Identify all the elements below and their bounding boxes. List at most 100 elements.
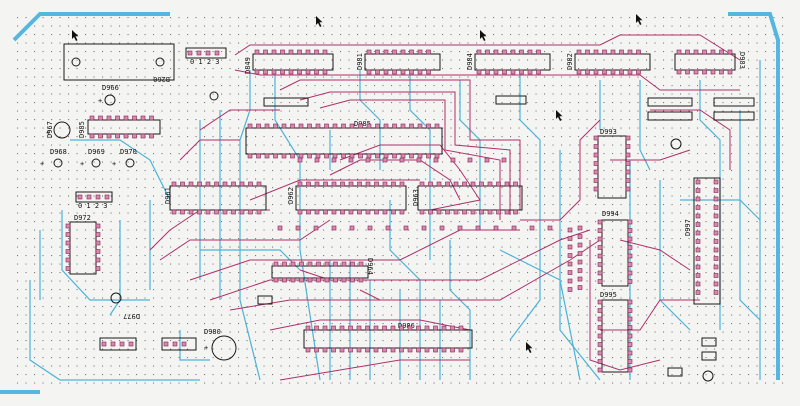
- pad: [627, 228, 633, 233]
- pad: [593, 178, 599, 183]
- pad: [307, 277, 313, 283]
- pad: [281, 123, 287, 129]
- pad: [577, 285, 583, 290]
- pad: [713, 213, 719, 219]
- pad: [263, 49, 268, 55]
- pad: [331, 209, 337, 215]
- pad: [527, 49, 533, 55]
- pad: [493, 225, 499, 231]
- pad: [264, 123, 270, 129]
- pad: [140, 133, 146, 139]
- pad: [597, 236, 603, 242]
- pad: [610, 49, 616, 55]
- pad: [407, 325, 413, 331]
- pad: [567, 244, 573, 250]
- pad: [625, 178, 631, 183]
- cursor-icon-2: [316, 16, 323, 27]
- pad: [434, 153, 440, 159]
- pad: [89, 133, 95, 139]
- pad: [428, 209, 433, 215]
- pad: [313, 225, 319, 231]
- pad: [424, 325, 430, 331]
- pad: [341, 153, 346, 159]
- pad: [181, 341, 187, 347]
- pad: [273, 277, 279, 283]
- pad: [95, 232, 101, 237]
- pad: [576, 49, 582, 55]
- pad: [106, 133, 112, 139]
- pad: [273, 261, 279, 267]
- pad: [695, 179, 701, 185]
- pad: [593, 161, 599, 166]
- pad: [713, 239, 719, 244]
- pad: [392, 123, 397, 129]
- pad: [436, 181, 442, 187]
- connector-label: B260: [153, 75, 170, 83]
- pad: [256, 209, 262, 215]
- pad: [256, 123, 261, 129]
- label-d977: D977: [123, 312, 140, 320]
- pad: [627, 325, 633, 330]
- cursor-icon-4: [636, 14, 643, 25]
- pad: [593, 169, 599, 175]
- pad: [382, 181, 388, 187]
- pad: [188, 209, 194, 215]
- pad: [171, 181, 177, 187]
- pad: [619, 49, 624, 55]
- pad: [390, 325, 396, 331]
- pad: [65, 257, 71, 263]
- plus-d968: +: [40, 160, 44, 168]
- pad: [409, 153, 414, 159]
- pad: [399, 325, 404, 331]
- pad: [187, 50, 193, 56]
- pad: [400, 153, 406, 159]
- pad: [298, 153, 304, 159]
- pad: [577, 242, 583, 248]
- pad: [597, 316, 603, 322]
- pad: [333, 277, 338, 283]
- pad: [119, 341, 125, 347]
- pad: [602, 49, 607, 55]
- pad: [636, 49, 641, 55]
- ic-top-label-4: D982: [566, 53, 574, 70]
- plus-d969: +: [80, 160, 84, 168]
- pad: [416, 325, 421, 331]
- pad: [188, 181, 194, 187]
- label-d962: D962: [287, 187, 295, 204]
- pad: [685, 69, 690, 75]
- pad: [567, 270, 573, 275]
- pad: [273, 153, 278, 159]
- pad: [315, 153, 321, 159]
- pad: [695, 196, 701, 202]
- pad: [399, 347, 404, 353]
- pad: [314, 69, 319, 75]
- pad: [314, 209, 320, 215]
- pad: [597, 270, 603, 276]
- pad: [695, 264, 701, 270]
- pad: [95, 249, 101, 254]
- pad: [366, 49, 372, 55]
- ic-d986: [303, 329, 473, 349]
- pad: [519, 69, 524, 75]
- pad: [349, 123, 355, 129]
- pad: [593, 186, 599, 192]
- pad: [416, 157, 422, 163]
- pad: [496, 181, 501, 187]
- pad: [710, 49, 716, 55]
- pad: [247, 153, 253, 159]
- pad: [627, 279, 633, 284]
- pad: [419, 181, 425, 187]
- pad: [627, 245, 633, 250]
- pad: [713, 290, 719, 295]
- pad: [172, 341, 178, 347]
- pad: [358, 153, 363, 159]
- pad: [180, 181, 185, 187]
- pad: [511, 225, 517, 231]
- pad: [676, 49, 682, 55]
- pad: [462, 181, 467, 187]
- pad: [458, 325, 464, 331]
- pad: [433, 157, 439, 163]
- pad: [65, 232, 71, 237]
- pad: [399, 157, 405, 163]
- pad: [439, 225, 445, 231]
